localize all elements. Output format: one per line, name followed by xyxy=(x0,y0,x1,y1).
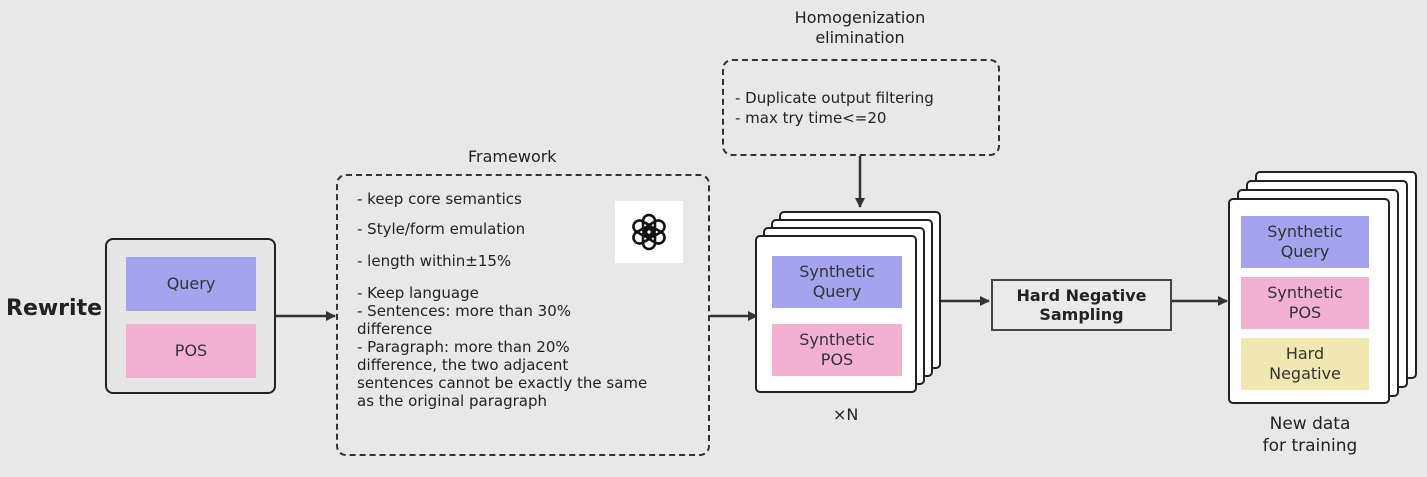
rule-line: difference, the two adjacent xyxy=(357,356,569,374)
synthetic-query-tag: Synthetic Query xyxy=(772,256,902,308)
homogenization-title-line2: elimination xyxy=(815,28,905,47)
hard-negative-line2: Sampling xyxy=(1039,305,1124,324)
output-caption-line2: for training xyxy=(1262,436,1358,456)
rule-line: sentences cannot be exactly the same xyxy=(357,374,648,392)
openai-logo-icon xyxy=(615,201,683,263)
output-query-tag: Synthetic Query xyxy=(1241,216,1369,268)
output-query-line2: Query xyxy=(1280,242,1330,261)
pos-tag: POS xyxy=(126,324,256,378)
homogenization-title-line1: Homogenization xyxy=(794,8,926,27)
rule-line: - Sentences: more than 30% xyxy=(357,302,571,320)
output-pos-tag: Synthetic POS xyxy=(1241,277,1369,329)
synthetic-pos-tag: Synthetic POS xyxy=(772,324,902,376)
synthetic-pos-line2: POS xyxy=(820,350,854,369)
rule-line: - length within±15% xyxy=(357,252,512,270)
framework-rules: - keep core semantics - Style/form emula… xyxy=(357,190,647,410)
output-query-line1: Synthetic xyxy=(1267,222,1343,241)
rule-line: - Keep language xyxy=(357,284,479,302)
output-caption: New data for training xyxy=(1235,413,1385,457)
multiplier-label: ×N xyxy=(833,405,859,424)
homogenization-rule: - max try time<=20 xyxy=(735,109,887,127)
synthetic-query-line2: Query xyxy=(812,282,862,301)
homogenization-rules: - Duplicate output filtering - max try t… xyxy=(735,88,934,128)
framework-title: Framework xyxy=(468,147,557,166)
hard-negative-sampling-box: Hard Negative Sampling xyxy=(991,279,1172,331)
synthetic-query-line1: Synthetic xyxy=(799,262,875,281)
rule-line: - Style/form emulation xyxy=(357,220,526,238)
rule-line: - keep core semantics xyxy=(357,190,522,208)
output-caption-line1: New data xyxy=(1269,414,1351,434)
query-tag: Query xyxy=(126,257,256,311)
homogenization-title: Homogenization elimination xyxy=(760,8,960,48)
synthetic-pos-line1: Synthetic xyxy=(799,330,875,349)
output-hard-negative-tag: Hard Negative xyxy=(1241,338,1369,390)
hard-negative-line1: Hard Negative xyxy=(1016,286,1147,305)
homogenization-box xyxy=(722,59,1000,156)
rule-line: difference xyxy=(357,320,433,338)
rule-line: - Paragraph: more than 20% xyxy=(357,338,570,356)
output-pos-line1: Synthetic xyxy=(1267,283,1343,302)
rewrite-label: Rewrite xyxy=(6,296,103,321)
rule-line: as the original paragraph xyxy=(357,392,547,410)
output-neg-line1: Hard xyxy=(1285,344,1325,363)
output-neg-line2: Negative xyxy=(1269,364,1341,383)
output-pos-line2: POS xyxy=(1288,303,1322,322)
framework-box xyxy=(336,174,710,456)
homogenization-rule: - Duplicate output filtering xyxy=(735,89,934,107)
